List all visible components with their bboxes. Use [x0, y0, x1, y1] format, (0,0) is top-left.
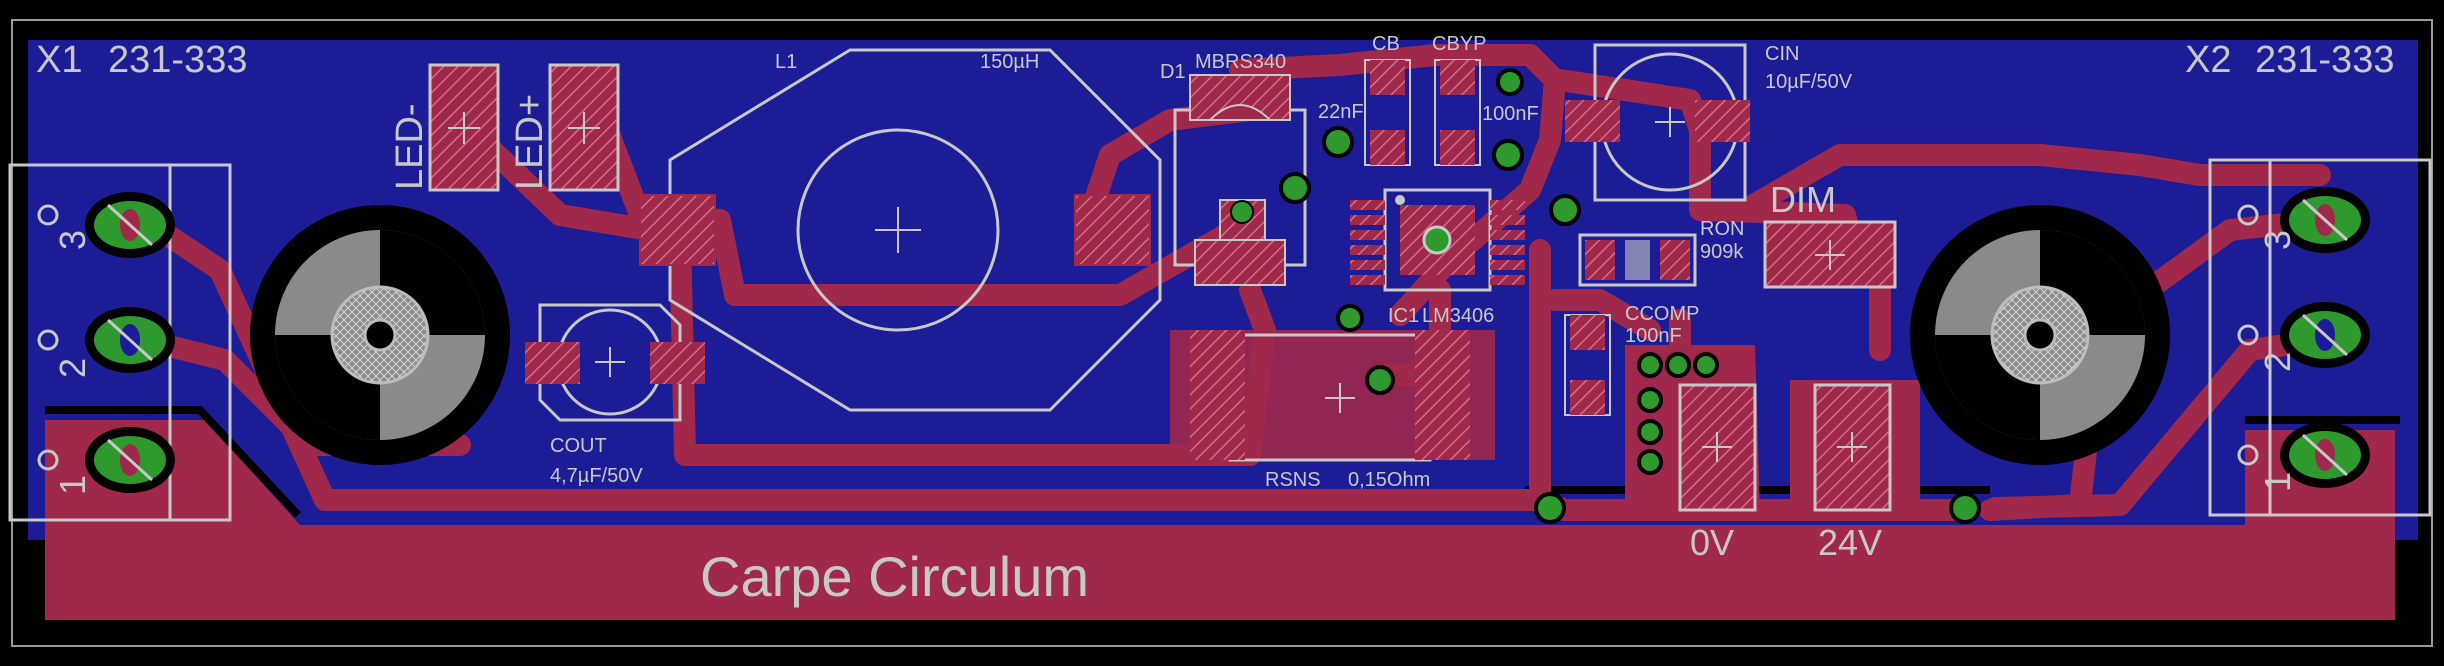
- inductor-l1: [639, 48, 1162, 412]
- resistor-ron: [1578, 233, 1697, 287]
- ccomp-ref-label: CCOMP: [1625, 303, 1699, 325]
- via: [1492, 139, 1524, 171]
- x1-pin-3-label: 3: [52, 230, 93, 250]
- cb-ref-label: CB: [1372, 33, 1400, 55]
- via: [1534, 492, 1566, 524]
- diode-d1: [1173, 74, 1307, 286]
- rsns-value-label: 0,15Ohm: [1348, 469, 1430, 491]
- via: [1949, 492, 1981, 524]
- cbyp-ref-label: CBYP: [1432, 33, 1486, 55]
- rsns-ref-label: RSNS: [1265, 469, 1321, 491]
- ic1-value-label: LM3406: [1422, 305, 1494, 327]
- via: [1693, 352, 1719, 378]
- via: [1665, 352, 1691, 378]
- x1-pin-2-label: 2: [52, 358, 93, 378]
- capacitor-cbyp: [1434, 59, 1481, 166]
- cin-ref-label: CIN: [1765, 43, 1799, 65]
- ccomp-value-label: 100nF: [1625, 325, 1682, 347]
- via: [1637, 352, 1663, 378]
- x1-part-label: 231-333: [108, 39, 247, 81]
- via: [1336, 304, 1364, 332]
- x2-pin-3-label: 3: [2257, 230, 2298, 250]
- copper-zone-inductor: [1170, 330, 1495, 460]
- via: [1637, 449, 1663, 475]
- terminal-pin: [2280, 302, 2370, 368]
- board-outline: [11, 19, 2433, 647]
- board-title: Carpe Circulum: [700, 545, 1089, 608]
- terminal-pin: [2280, 187, 2370, 253]
- capacitor-cin: [1565, 43, 1750, 202]
- x2-ref-label: X2: [2185, 39, 2231, 81]
- top-copper-strip: [45, 420, 2395, 620]
- led-minus-label: LED-: [389, 103, 431, 190]
- vin-label: 24V: [1818, 522, 1882, 563]
- via: [1365, 365, 1395, 395]
- mounting-hole-left: [250, 205, 510, 465]
- capacitor-ccomp: [1564, 314, 1611, 416]
- cout-ref-label: COUT: [550, 435, 607, 457]
- via: [1279, 172, 1311, 204]
- via: [1637, 419, 1663, 445]
- mounting-hole-right: [1910, 205, 2170, 465]
- l1-ref-label: L1: [775, 51, 797, 73]
- l1-value-label: 150µH: [980, 51, 1039, 73]
- cb-value-label: 22nF: [1318, 101, 1364, 123]
- gnd-label: 0V: [1690, 522, 1734, 563]
- x2-part-label: 231-333: [2255, 39, 2394, 81]
- cout-value-label: 4,7µF/50V: [550, 465, 643, 487]
- dim-label: DIM: [1770, 179, 1836, 220]
- vias: [1279, 68, 1981, 524]
- x2-pin-2-label: 2: [2257, 352, 2298, 372]
- via: [1549, 194, 1581, 226]
- ic1-ref-label: IC1: [1388, 305, 1419, 327]
- connector-x1: 3 2 1: [8, 163, 232, 522]
- ron-value-label: 909k: [1700, 241, 1744, 263]
- connector-x2: 3 2 1: [2208, 158, 2432, 517]
- via: [1496, 68, 1524, 96]
- terminal-pin: [85, 192, 175, 258]
- resistor-rsns: [1190, 330, 1470, 462]
- d1-value-label: MBRS340: [1195, 51, 1286, 73]
- via: [1637, 387, 1663, 413]
- terminal-pin: [85, 307, 175, 373]
- x1-pin-1-label: 1: [52, 475, 93, 495]
- via: [1322, 126, 1354, 158]
- led-plus-label: LED+: [509, 94, 551, 190]
- x1-ref-label: X1: [36, 39, 82, 81]
- capacitor-cb: [1364, 59, 1411, 166]
- terminal-pin: [2280, 422, 2370, 488]
- cbyp-value-label: 100nF: [1482, 103, 1539, 125]
- led-plus-pad: [548, 63, 620, 192]
- x2-pin-1-label: 1: [2257, 472, 2298, 492]
- cin-value-label: 10µF/50V: [1765, 71, 1853, 93]
- ron-ref-label: RON: [1700, 218, 1744, 240]
- terminal-pin: [85, 427, 175, 493]
- ic-ic1: [1350, 188, 1525, 292]
- capacitor-cout: [525, 303, 705, 422]
- d1-ref-label: D1: [1160, 61, 1186, 83]
